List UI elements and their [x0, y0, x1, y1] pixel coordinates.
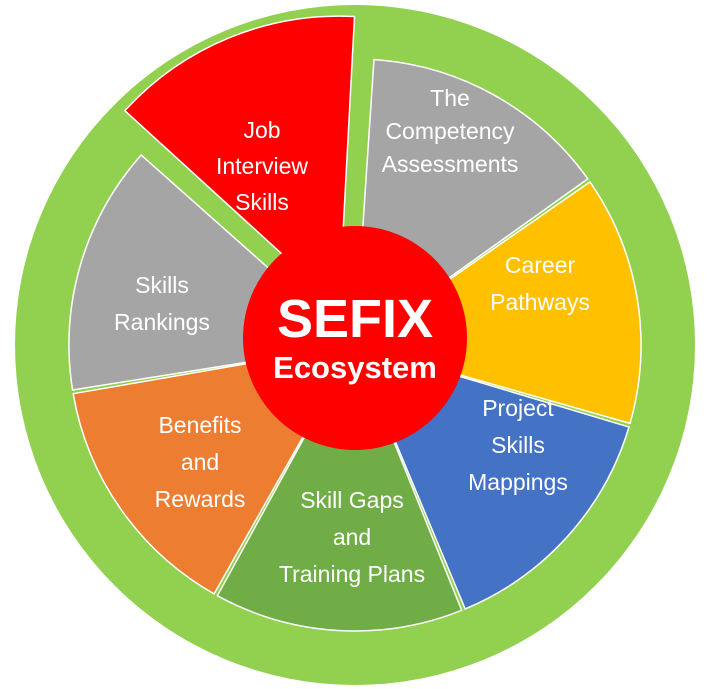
segment-label-line: Pathways: [490, 289, 590, 315]
segment-label-line: and: [333, 524, 371, 550]
segment-label-line: Skills: [491, 432, 545, 458]
segment-label-line: Mappings: [468, 469, 568, 495]
segment-label-line: Interview: [216, 153, 308, 179]
segment-label-line: The: [430, 85, 470, 111]
segment-label-line: Assessments: [382, 151, 519, 177]
center-subtitle: Ecosystem: [273, 350, 437, 385]
center-circle: [243, 226, 467, 450]
segment-label-line: Skills: [135, 272, 189, 298]
segment-label-line: Rewards: [155, 486, 246, 512]
segment-label-line: Skill Gaps: [300, 487, 404, 513]
segment-label-line: Benefits: [158, 412, 241, 438]
segment-label-line: and: [181, 449, 219, 475]
segment-competency-assessments: [123, 15, 356, 308]
segment-benefits-rewards: [216, 343, 463, 632]
segment-label-line: Rankings: [114, 309, 210, 335]
center-title: SEFIX: [277, 289, 433, 349]
segment-label-line: Job: [243, 117, 280, 143]
segment-label-line: Career: [505, 252, 576, 278]
segment-label-line: Skills: [235, 189, 289, 215]
segment-label-line: Project: [482, 395, 554, 421]
segment-label-line: Training Plans: [279, 561, 425, 587]
segment-label-line: Competency: [385, 118, 515, 144]
